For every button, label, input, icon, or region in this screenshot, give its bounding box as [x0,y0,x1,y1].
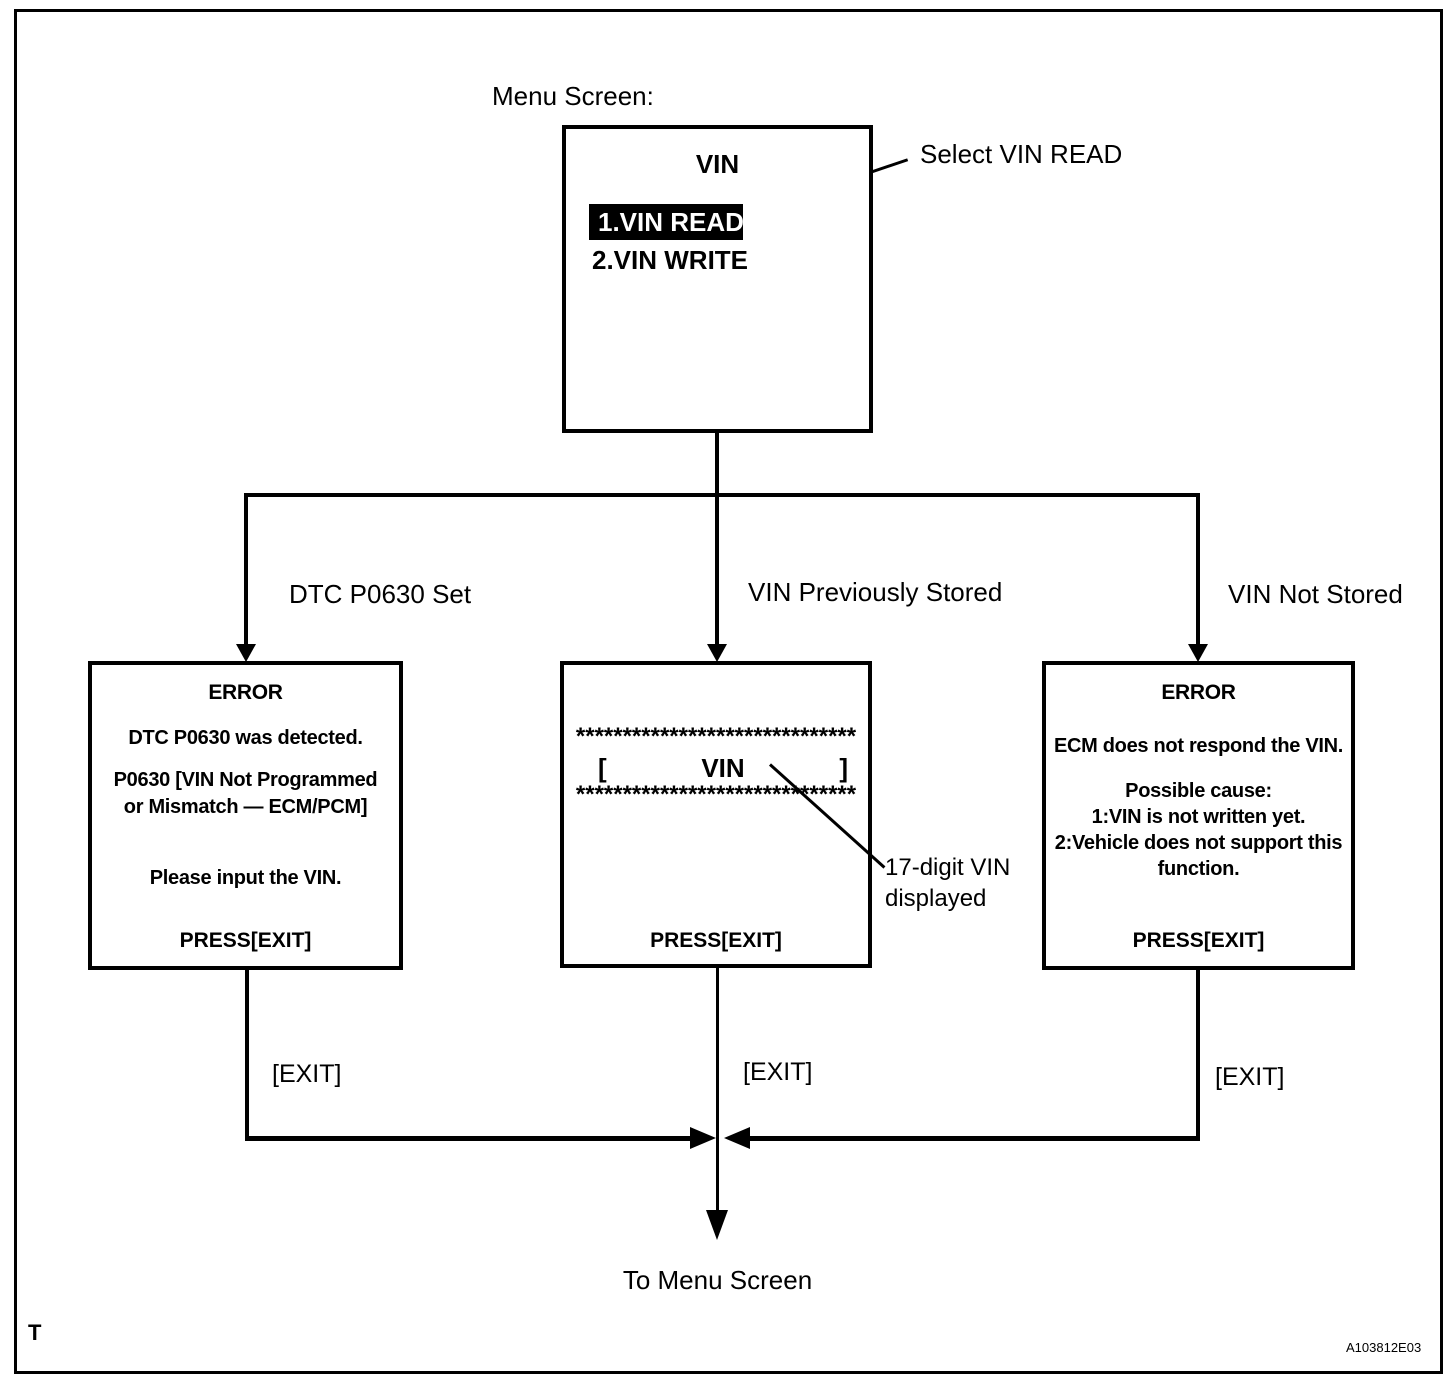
error-box-dtc-line2a: P0630 [VIN Not Programmed [113,769,378,791]
vin-digit-annotation-line2: displayed [885,885,987,913]
error-box-dtc-line1: DTC P0630 was detected. [128,727,363,749]
branch-center-line [715,493,719,645]
menu-item-vin-read: 1.VIN READ [589,204,744,240]
error-box-nr-press-exit: PRESS[EXIT] [1132,929,1265,952]
branch-label-dtc-set: DTC P0630 Set [289,579,472,609]
branch-label-vin-stored: VIN Previously Stored [748,577,1003,607]
arrow-left-icon [724,1127,750,1149]
error-box-no-response: ERROR ECM does not respond the VIN. Poss… [1042,661,1355,970]
error-box-nr-line3: 1:VIN is not written yet. [1091,806,1306,828]
error-box-dtc-title: ERROR [208,681,283,704]
vin-bracket-open: [ [598,753,607,783]
error-box-nr-line5: function. [1157,858,1240,880]
error-box-nr-line2: Possible cause: [1125,780,1272,802]
vin-display-stars-top: ****************************** [575,723,857,750]
branch-right-line [1196,493,1200,645]
vin-display-stars-bottom: ****************************** [575,781,857,808]
vin-display-row: [ VIN ] [598,753,848,784]
arrow-down-icon [1188,644,1208,662]
figure-code: A103812E03 [1346,1340,1422,1355]
converge-right-line [750,1136,1200,1141]
converge-left-line [245,1136,690,1141]
diagram-border [14,9,1443,1374]
vin-display-label: VIN [701,753,745,783]
error-box-nr-title: ERROR [1161,681,1236,704]
arrow-down-icon [706,1210,728,1240]
error-box-dtc: ERROR DTC P0630 was detected. P0630 [VIN… [88,661,403,970]
footer-page-mark: T [28,1320,42,1345]
exit-line-left [245,970,249,1138]
error-box-nr-line4: 2:Vehicle does not support this [1054,832,1343,854]
exit-label-right: [EXIT] [1215,1063,1285,1091]
branch-split-line [244,493,1200,497]
vin-digit-annotation: 17-digit VIN displayed [885,852,1010,914]
exit-label-center: [EXIT] [743,1058,813,1086]
vin-digit-annotation-line1: 17-digit VIN [885,854,1011,881]
error-box-dtc-line3: Please input the VIN. [149,867,342,889]
vin-bracket-close: ] [839,753,848,783]
branch-label-vin-not-stored: VIN Not Stored [1228,579,1403,609]
select-vin-read-annotation: Select VIN READ [920,139,1123,169]
arrow-right-icon [690,1127,716,1149]
error-box-nr-line1: ECM does not respond the VIN. [1053,735,1344,757]
menu-screen-label: Menu Screen: [492,81,654,111]
menu-screen-box: VIN 1.VIN READ 2.VIN WRITE [562,125,873,433]
arrow-down-icon [236,644,256,662]
branch-left-line [244,493,248,645]
exit-label-left: [EXIT] [272,1060,342,1088]
exit-line-center [716,966,719,1212]
menu-item-vin-write: 2.VIN WRITE [592,245,749,275]
arrow-down-icon [707,644,727,662]
exit-line-right [1196,970,1200,1138]
error-box-dtc-line2b: or Mismatch — ECM/PCM] [123,796,368,818]
to-menu-screen-label: To Menu Screen [622,1265,813,1295]
menu-box-title: VIN [695,149,740,179]
error-box-dtc-press-exit: PRESS[EXIT] [179,929,312,952]
menu-down-line [715,431,719,495]
vin-display-press-exit: PRESS[EXIT] [650,929,782,952]
